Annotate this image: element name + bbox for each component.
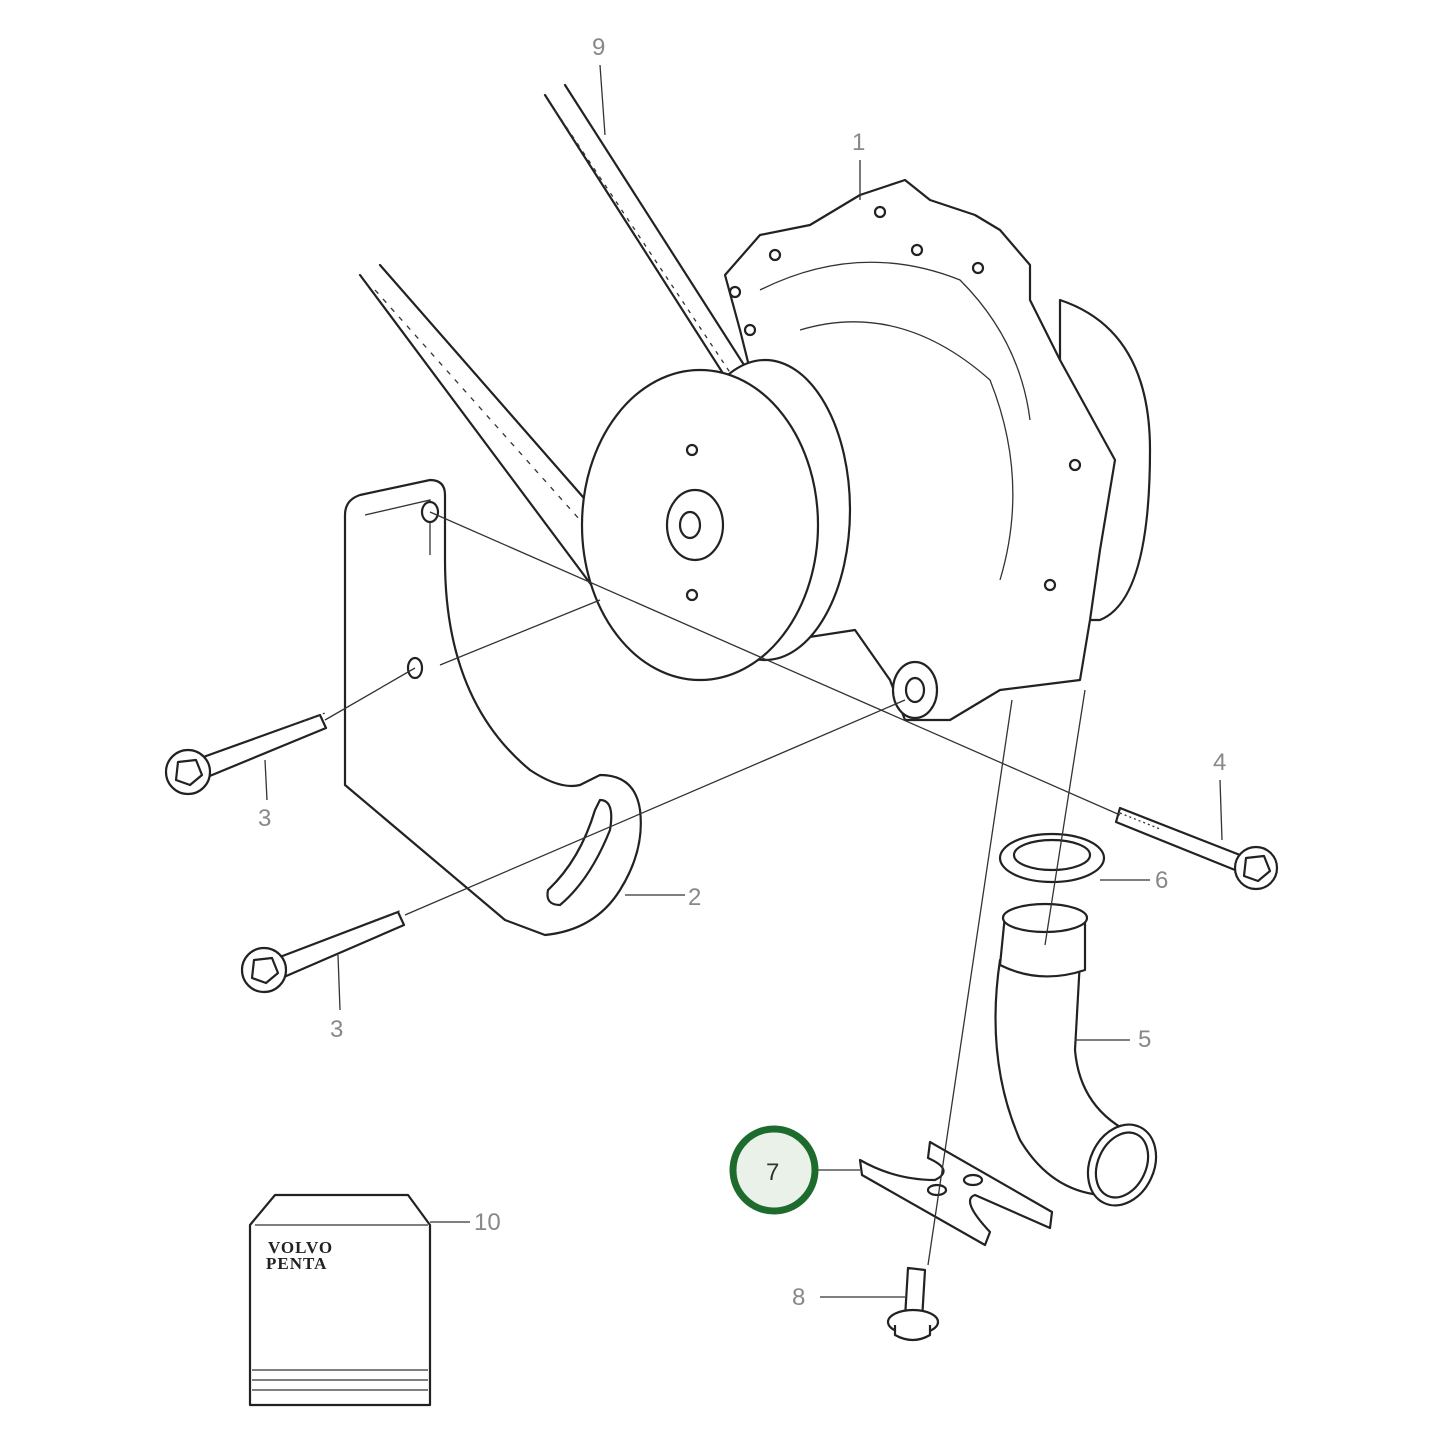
- callout-3-lower[interactable]: 3: [330, 1016, 343, 1043]
- callout-1[interactable]: 1: [852, 129, 865, 156]
- callout-4[interactable]: 4: [1213, 749, 1226, 776]
- callout-7[interactable]: 7: [766, 1159, 779, 1186]
- drive-belt[interactable]: [358, 83, 762, 612]
- callout-6[interactable]: 6: [1155, 867, 1168, 894]
- coolant-pipe[interactable]: [994, 902, 1169, 1217]
- highlight-ring[interactable]: [729, 1125, 819, 1215]
- bolt-3-lower[interactable]: [240, 909, 406, 994]
- screw-8[interactable]: [886, 1266, 940, 1342]
- logo-line2: PENTA: [266, 1254, 327, 1273]
- bolt-4[interactable]: [1114, 806, 1279, 891]
- manual-booklet[interactable]: [248, 1193, 432, 1407]
- callout-3-upper[interactable]: 3: [258, 805, 271, 832]
- bracket[interactable]: [343, 478, 642, 937]
- callout-5[interactable]: 5: [1138, 1026, 1151, 1053]
- callout-9[interactable]: 9: [592, 34, 605, 61]
- leader-lines: [264, 64, 1223, 1298]
- pulley[interactable]: [580, 358, 852, 682]
- bolt-3-upper[interactable]: [164, 712, 328, 796]
- callout-8-label[interactable]: 8: [792, 1284, 805, 1311]
- assembly-lines: [324, 511, 1121, 1266]
- mounting-plate[interactable]: [858, 1140, 1054, 1247]
- callout-10[interactable]: 10: [474, 1209, 501, 1236]
- logo-line1: VOLVO: [268, 1238, 333, 1257]
- seal-ring[interactable]: [998, 832, 1106, 884]
- callout-2[interactable]: 2: [688, 884, 701, 911]
